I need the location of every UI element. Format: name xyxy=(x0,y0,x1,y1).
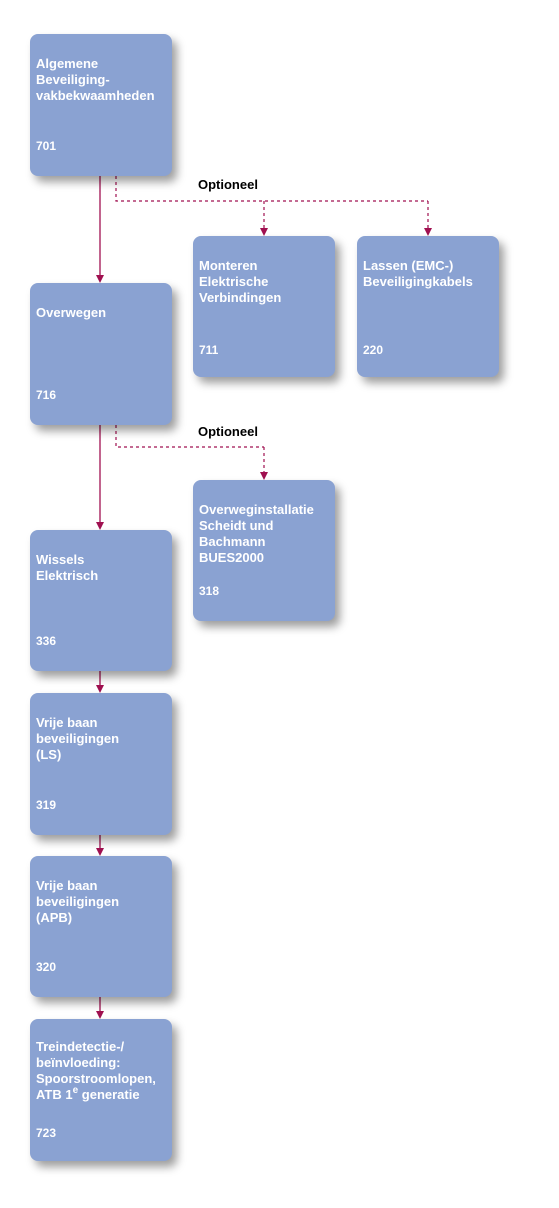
optional-label-2: Optioneel xyxy=(198,424,258,439)
module-723-code: 723 xyxy=(36,1126,57,1140)
module-716-title: Overwegen xyxy=(36,305,107,320)
optional-branch-716 xyxy=(115,425,264,448)
module-711-code: 711 xyxy=(199,343,219,357)
module-716-code: 716 xyxy=(36,388,57,402)
module-220-title: Lassen (EMC-) Beveiligingkabels xyxy=(363,258,473,289)
module-723-title-tail: ATB 1e generatie xyxy=(36,1085,140,1103)
module-716-box: Overwegen 716 xyxy=(30,283,172,425)
module-711-box: Monteren Elektrische Verbindingen 711 xyxy=(193,236,335,377)
module-711-title: Monteren Elektrische Verbindingen xyxy=(199,258,282,305)
module-319-box: Vrije baan beveiligingen (LS) 319 xyxy=(30,693,172,835)
module-336-code: 336 xyxy=(36,634,57,648)
module-318-box: Overweginstallatie Scheidt und Bachmann … xyxy=(193,480,335,621)
module-318-code: 318 xyxy=(199,584,220,598)
module-220-box: Lassen (EMC-) Beveiligingkabels 220 xyxy=(357,236,499,377)
module-220-code: 220 xyxy=(363,343,384,357)
module-320-code: 320 xyxy=(36,960,57,974)
optional-label-1: Optioneel xyxy=(198,177,258,192)
module-723-box: Treindetectie-/ beïnvloeding: Spoorstroo… xyxy=(30,1019,172,1161)
module-723-title-main: Treindetectie-/ beïnvloeding: Spoorstroo… xyxy=(36,1039,156,1086)
module-318-title: Overweginstallatie Scheidt und Bachmann … xyxy=(199,502,314,565)
module-320-title: Vrije baan beveiligingen (APB) xyxy=(36,878,120,925)
module-336-title: Wissels Elektrisch xyxy=(36,552,99,583)
module-723-title: Treindetectie-/ beïnvloeding: Spoorstroo… xyxy=(36,1039,168,1103)
module-701-code: 701 xyxy=(36,139,57,153)
module-701-box: Algemene Beveiliging- vakbekwaamheden 70… xyxy=(30,34,172,176)
module-336-box: Wissels Elektrisch 336 xyxy=(30,530,172,671)
superscript-e: e xyxy=(72,1085,79,1096)
module-701-title: Algemene Beveiliging- vakbekwaamheden xyxy=(36,56,155,103)
module-320-box: Vrije baan beveiligingen (APB) 320 xyxy=(30,856,172,997)
module-319-title: Vrije baan beveiligingen (LS) xyxy=(36,715,120,762)
optional-branch-701 xyxy=(115,176,428,202)
module-319-code: 319 xyxy=(36,798,57,812)
